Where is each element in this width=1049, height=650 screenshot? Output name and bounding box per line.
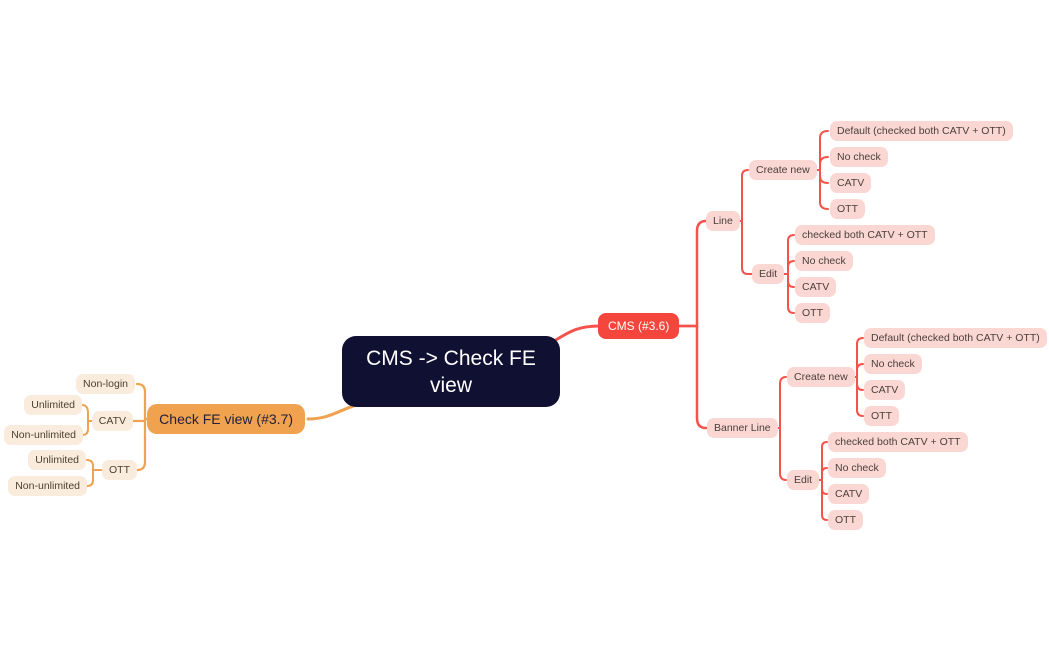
node-banner-create-no-check[interactable]: No check (864, 354, 922, 374)
central-topic-node[interactable]: CMS -> Check FE view (342, 336, 560, 407)
node-line-edit[interactable]: Edit (752, 264, 785, 284)
node-banner-create-default[interactable]: Default (checked both CATV + OTT) (864, 328, 1047, 348)
node-banner-edit-no-check[interactable]: No check (828, 458, 886, 478)
connector-edit-ott (777, 273, 795, 314)
right-connectors (543, 130, 864, 521)
node-banner-edit-ott[interactable]: OTT (828, 510, 863, 530)
node-ott[interactable]: OTT (102, 460, 137, 480)
connector-bcreatenew-default (845, 337, 864, 378)
connector-checkfe-ott (135, 417, 147, 472)
connector-cms-to-line (668, 219, 708, 328)
node-ott-non-unlimited[interactable]: Non-unlimited (8, 476, 87, 496)
node-line-create-catv[interactable]: CATV (830, 173, 872, 193)
connector-cms-to-banner (668, 324, 708, 430)
node-line-edit-checked-both[interactable]: checked both CATV + OTT (795, 225, 935, 245)
connector-bedit-ott (813, 479, 828, 521)
node-banner-edit-catv[interactable]: CATV (828, 484, 870, 504)
connector-createnew-default (807, 130, 829, 171)
connector-line-to-edit (734, 220, 753, 275)
connector-catv-nonunlimited (81, 420, 97, 436)
node-catv-non-unlimited[interactable]: Non-unlimited (4, 425, 83, 445)
central-topic-line2: view (429, 373, 472, 397)
node-banner-create-ott[interactable]: OTT (864, 406, 899, 426)
connector-banner-to-createnew (767, 376, 787, 429)
node-non-login[interactable]: Non-login (76, 374, 135, 394)
connector-bedit-checkedboth (813, 441, 828, 481)
connector-bedit-nocheck (813, 467, 828, 481)
connector-ott-nonunlimited (86, 469, 105, 487)
node-cms-3-6[interactable]: CMS (#3.6) (598, 313, 680, 339)
node-banner-create-new[interactable]: Create new (787, 367, 855, 387)
node-line-create-default[interactable]: Default (checked both CATV + OTT) (830, 121, 1013, 141)
connector-checkfe-nonlogin (135, 382, 159, 421)
node-line-create-no-check[interactable]: No check (830, 147, 888, 167)
connector-createnew-nocheck (807, 156, 829, 171)
connector-edit-nocheck (777, 260, 795, 275)
node-line-edit-catv[interactable]: CATV (795, 277, 837, 297)
node-line-create-new[interactable]: Create new (749, 160, 817, 180)
connector-edit-checkedboth (777, 234, 795, 275)
node-catv[interactable]: CATV (91, 411, 133, 431)
node-ott-unlimited[interactable]: Unlimited (28, 450, 86, 470)
connector-catv-unlimited (81, 404, 97, 422)
connector-bcreatenew-nocheck (845, 363, 864, 378)
connector-bcreatenew-ott (845, 376, 864, 417)
central-topic-line1: CMS -> Check FE (366, 346, 536, 370)
connector-line-to-createnew (734, 169, 749, 222)
node-line-create-ott[interactable]: OTT (830, 199, 865, 219)
node-line-edit-ott[interactable]: OTT (795, 303, 830, 323)
node-catv-unlimited[interactable]: Unlimited (24, 395, 82, 415)
connector-createnew-ott (807, 169, 829, 210)
node-line[interactable]: Line (706, 211, 740, 231)
node-line-edit-no-check[interactable]: No check (795, 251, 853, 271)
node-banner-create-catv[interactable]: CATV (864, 380, 906, 400)
node-banner-edit-checked-both[interactable]: checked both CATV + OTT (828, 432, 968, 452)
connector-banner-to-edit (767, 427, 787, 481)
node-banner-edit[interactable]: Edit (787, 470, 820, 490)
connector-ott-unlimited (86, 459, 105, 471)
node-banner-line[interactable]: Banner Line (707, 418, 778, 438)
node-check-fe-view[interactable]: Check FE view (#3.7) (147, 404, 305, 434)
